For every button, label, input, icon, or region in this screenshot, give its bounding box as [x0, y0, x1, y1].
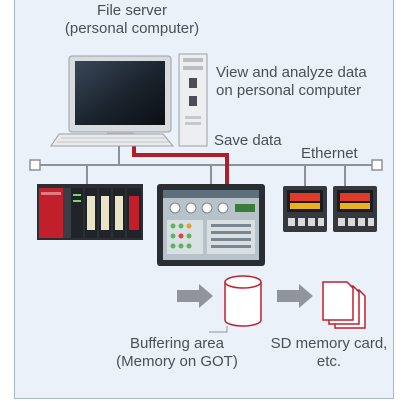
- temperature-controller-icon: [333, 186, 377, 232]
- sd-card-label-line1: SD memory card,: [270, 335, 388, 352]
- sd-memory-card-icon: [322, 281, 366, 329]
- diagram-frame: File server (personal computer) View and…: [14, 0, 394, 399]
- analyze-label-line1: View and analyze data: [216, 64, 367, 81]
- buffering-label-line1: Buffering area: [130, 335, 224, 352]
- got-panel-icon: [157, 184, 265, 266]
- analyze-label-line2: on personal computer: [216, 82, 362, 99]
- diagram-graphics: [29, 53, 383, 333]
- file-server-title: File server: [96, 2, 167, 19]
- file-server-subtitle: (personal computer): [64, 20, 200, 37]
- sd-card-label-line2: etc.: [316, 353, 342, 370]
- plc-rack-icon: [37, 184, 143, 240]
- save-data-label: Save data: [214, 132, 282, 149]
- flow-arrow-icon: [277, 284, 313, 308]
- flow-arrow-icon: [177, 284, 213, 308]
- ethernet-label: Ethernet: [301, 145, 358, 162]
- personal-computer-icon: [50, 53, 208, 147]
- buffering-cylinder-icon: [209, 275, 262, 333]
- buffering-label-line2: (Memory on GOT): [116, 353, 238, 370]
- temperature-controller-icon: [283, 186, 327, 232]
